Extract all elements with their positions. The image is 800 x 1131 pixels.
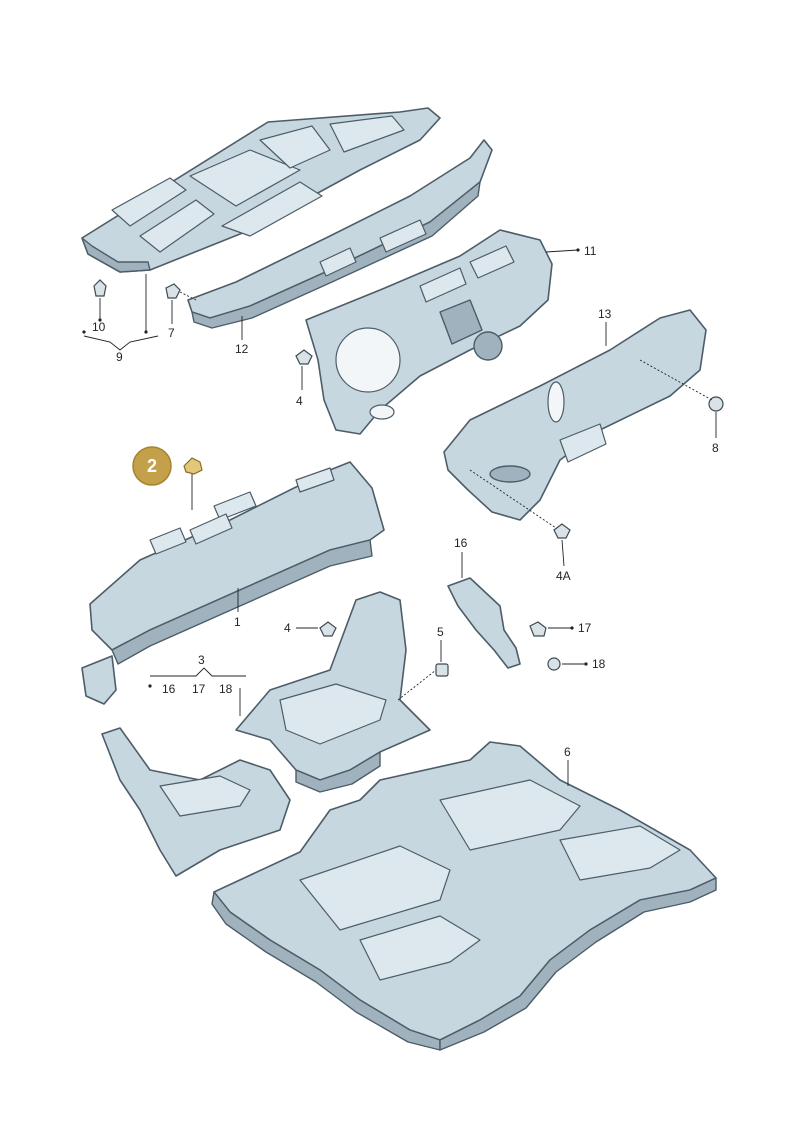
callout-5: 5 [437, 625, 444, 639]
callout-4-lower: 4 [284, 621, 291, 635]
callout-8: 8 [712, 441, 719, 455]
callout-7: 7 [168, 326, 175, 340]
tunnel-insulation [235, 591, 431, 793]
callout-11: 11 [584, 244, 597, 258]
callout-18-lower: 18 [219, 682, 233, 696]
callout-10: 10 [92, 320, 106, 334]
left-footwell-insulation [101, 727, 291, 877]
callout-1: 1 [234, 615, 241, 629]
dash-insulation [81, 461, 385, 705]
callout-4-upper: 4 [296, 394, 303, 408]
floor-carpet [211, 741, 717, 1051]
callout-13: 13 [598, 307, 612, 321]
callout-17-right: 17 [578, 621, 592, 635]
bulkhead-insulation [305, 229, 553, 435]
highlight-badge-label: 2 [147, 456, 157, 476]
callout-12: 12 [235, 342, 249, 356]
callout-4A: 4A [556, 569, 571, 583]
callout-labels: 10 9 7 12 11 4 13 8 4A 1 16 4 5 17 18 3 … [92, 244, 719, 759]
fasteners [93, 279, 724, 677]
highlight-badge-2[interactable]: 2 [132, 446, 172, 486]
callout-18-right: 18 [592, 657, 606, 671]
hood-insulation-mat [81, 107, 441, 273]
callout-3: 3 [198, 653, 205, 667]
plenum-insulation-panel [187, 139, 493, 329]
callout-17-lower: 17 [192, 682, 206, 696]
callout-6: 6 [564, 745, 571, 759]
bracket-16 [447, 577, 521, 669]
leader-lines [82, 248, 717, 786]
callout-16-lower: 16 [162, 682, 176, 696]
callout-9: 9 [116, 350, 123, 364]
callout-16-upper: 16 [454, 536, 468, 550]
side-insulation [443, 309, 707, 521]
